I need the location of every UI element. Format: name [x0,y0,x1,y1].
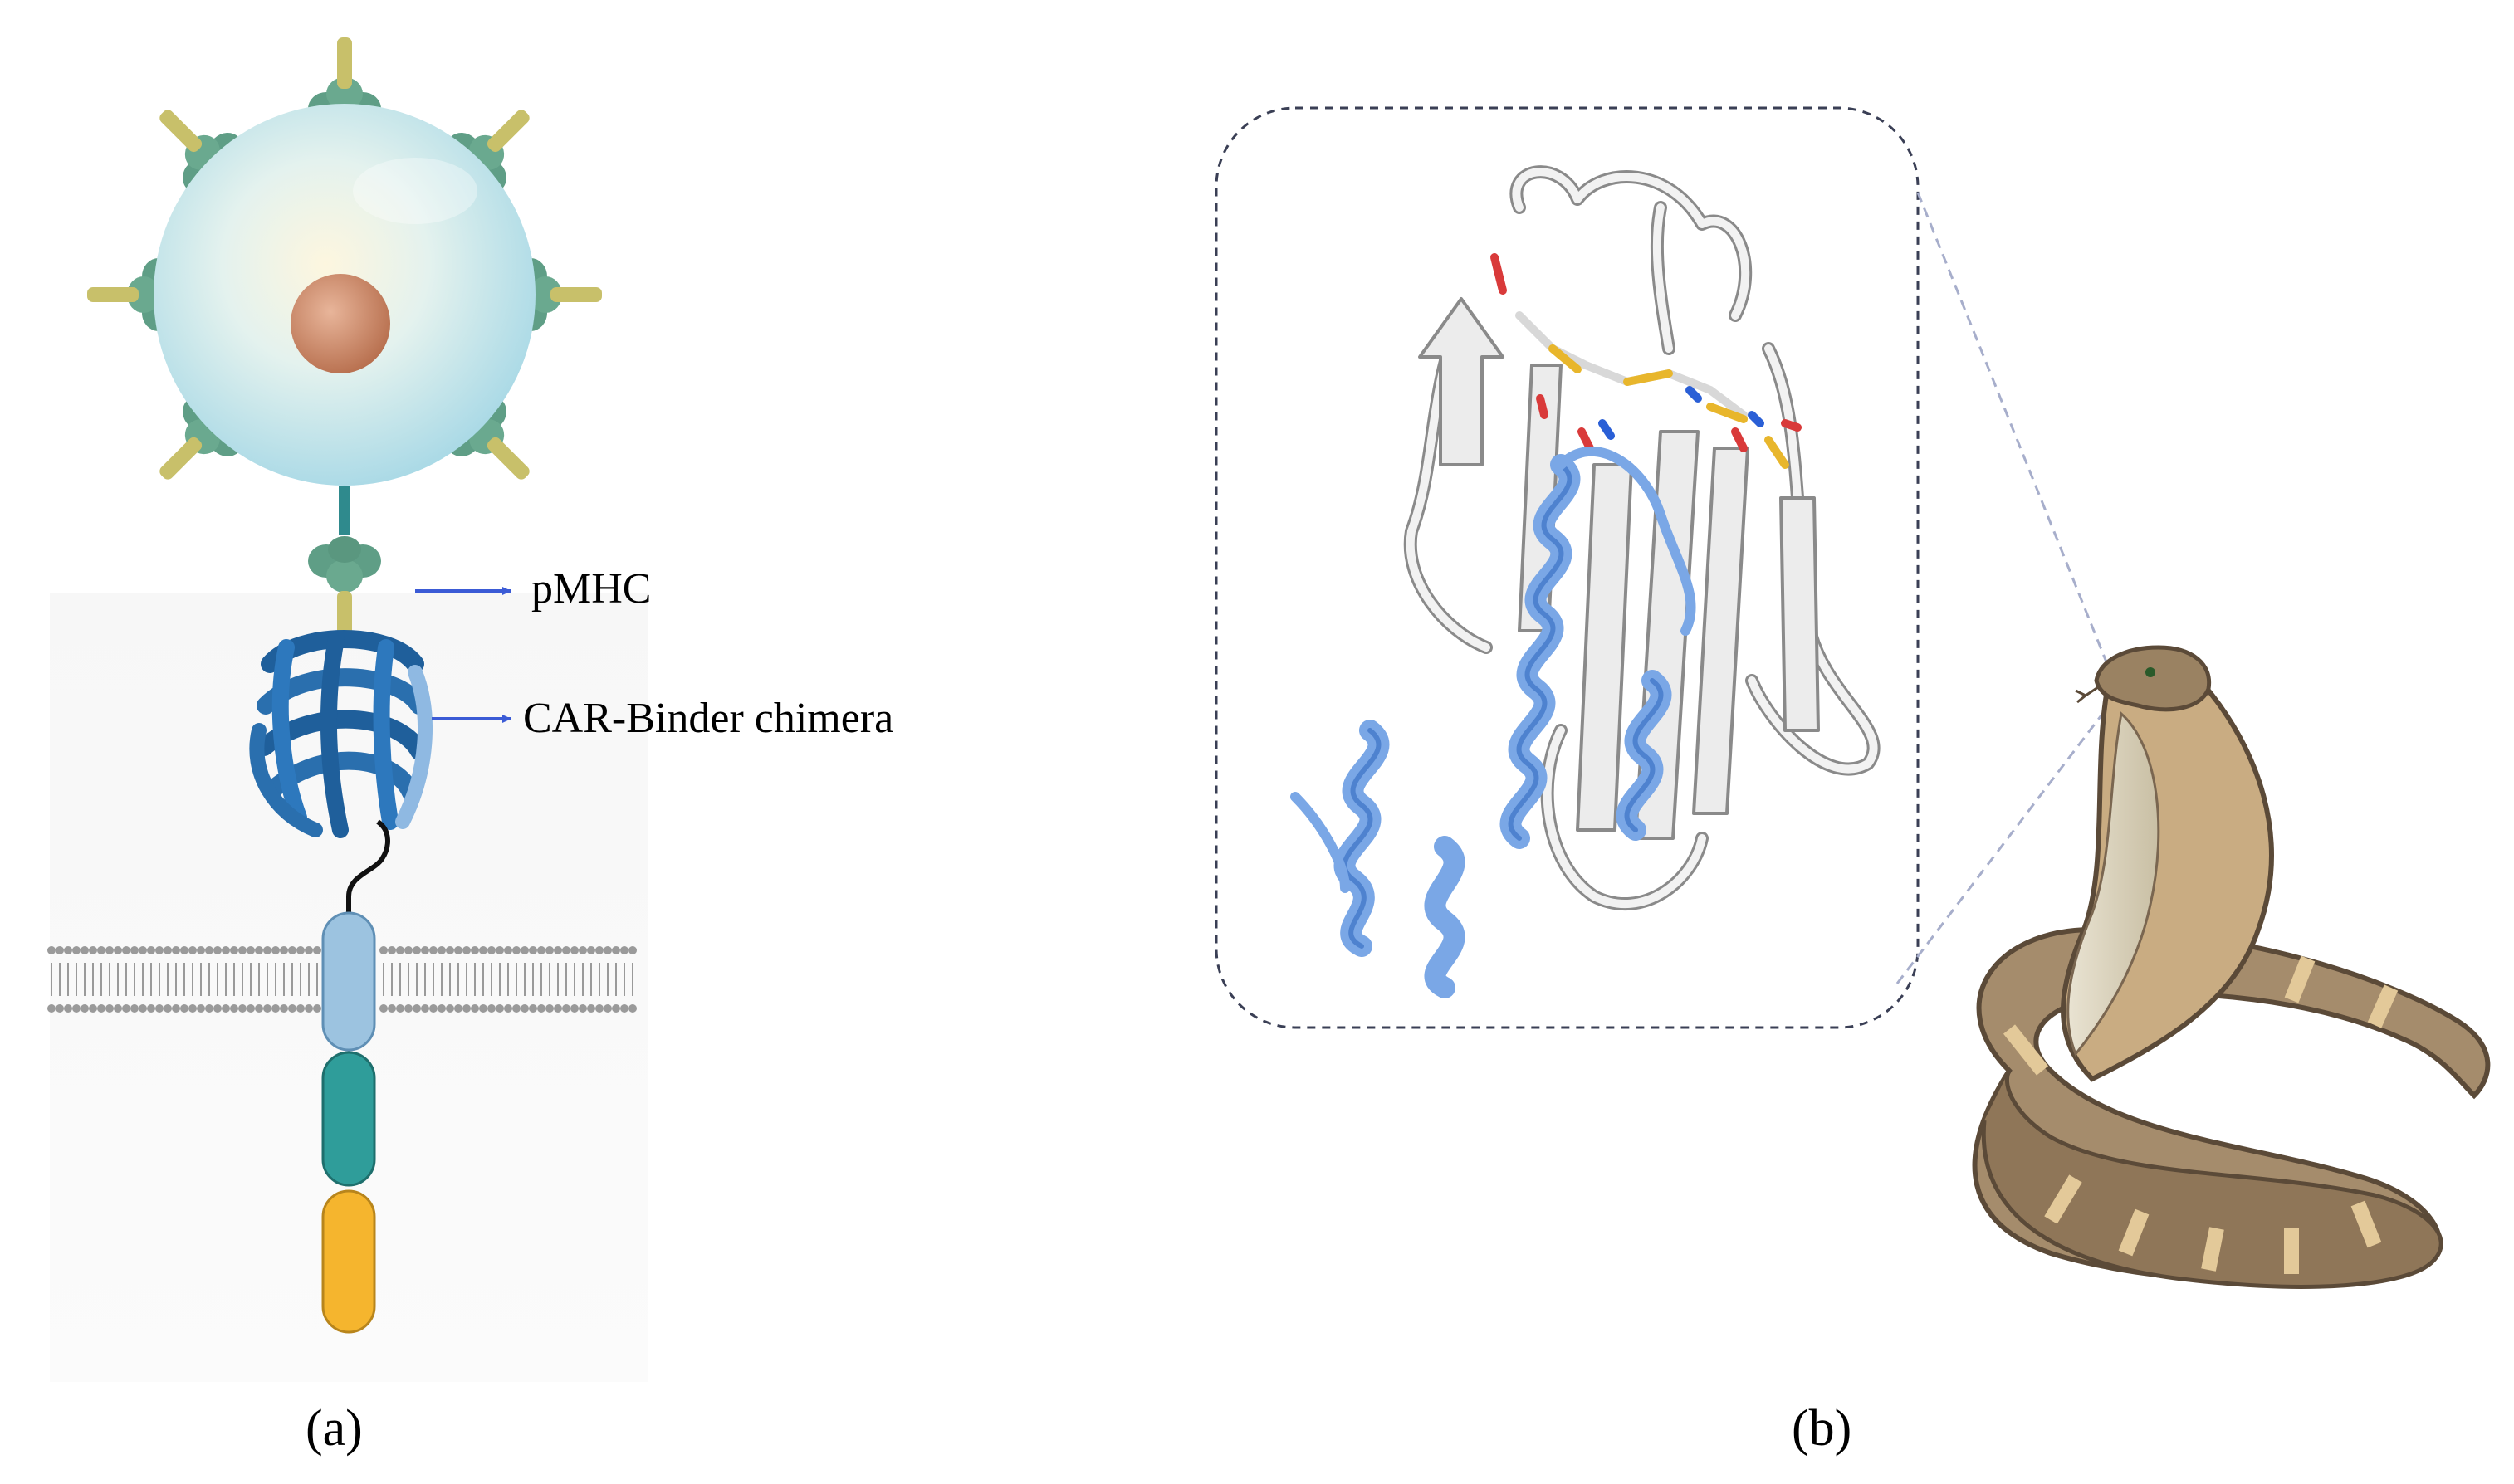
nucleus-icon [291,274,390,373]
transmembrane-domain [321,911,376,1052]
linker-line [346,819,390,917]
zoom-box [1215,106,1920,1029]
panel-a-label: (a) [306,1400,363,1457]
car-binder-chimera-label: CAR-Binder chimera [523,695,894,742]
protein-structure-icon [1290,165,1881,998]
panel-b-label: (b) [1792,1400,1852,1457]
zoom-line-bottom [1895,705,2110,984]
bound-pmhc-icon [308,486,381,639]
car-binder-chimera-icon [249,630,433,838]
panel-b-illustration [1215,106,2491,1289]
zoom-line-top [1916,192,2110,669]
pmhc-label: pMHC [531,565,652,613]
signaling-domain [321,1189,376,1334]
panel-a-illustration [47,37,648,1382]
cobra-icon [1972,645,2491,1289]
cell-membrane-icon [47,946,637,1013]
intracellular-domain [321,1051,376,1187]
